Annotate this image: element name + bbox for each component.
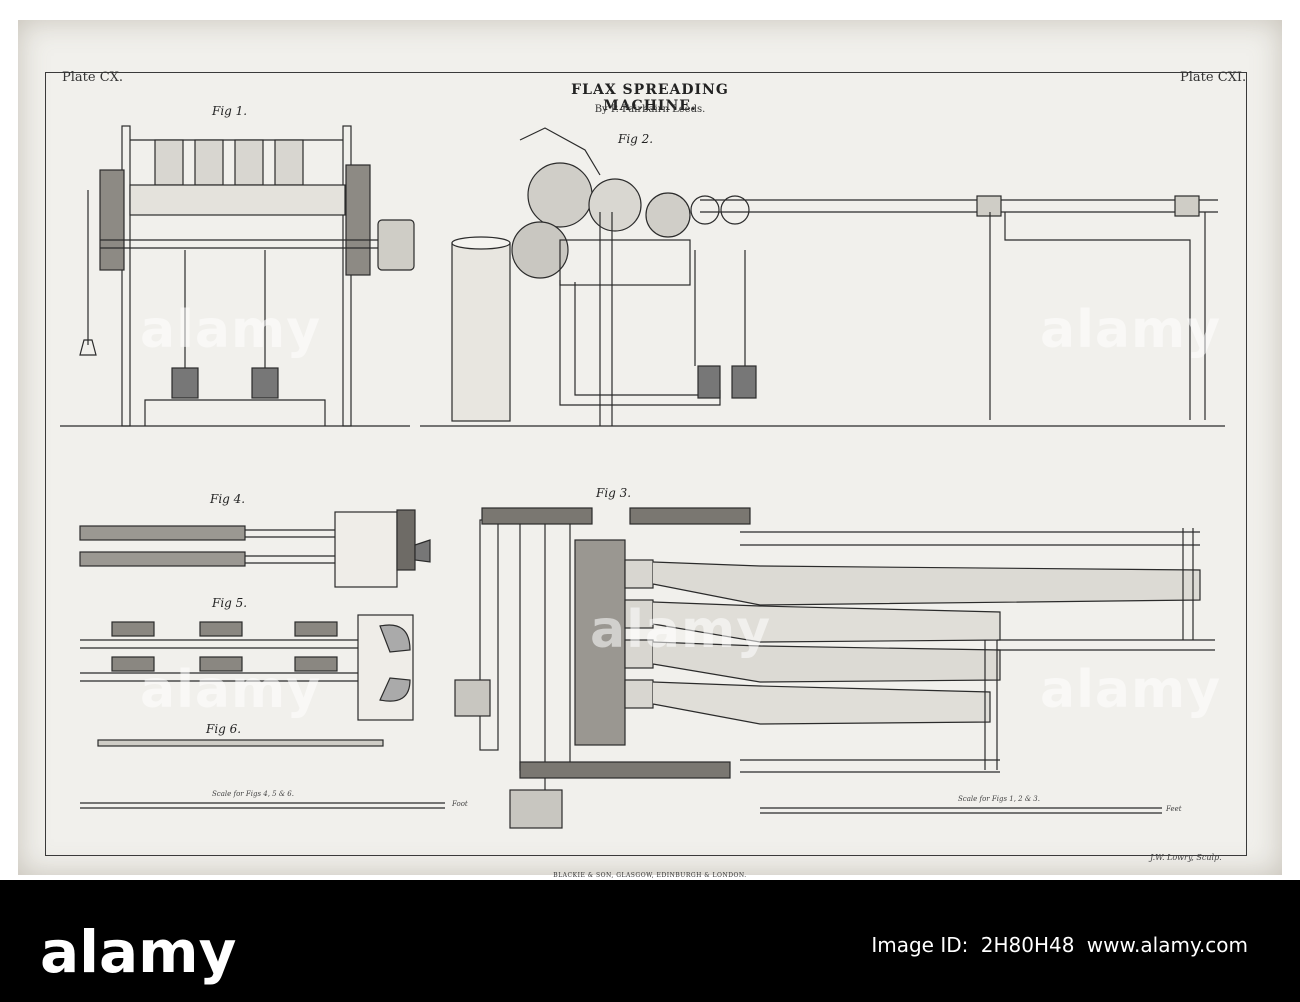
watermark: alamy [1040, 300, 1222, 360]
fig1-label: Fig 1. [212, 104, 248, 118]
scale-caption-left: Scale for Figs 4, 5 & 6. [212, 790, 294, 798]
watermark: alamy [140, 300, 322, 360]
watermark: alamy [1040, 660, 1222, 720]
watermark: alamy [140, 660, 322, 720]
image-id: 2H80H48 [980, 933, 1075, 957]
site-url: www.alamy.com [1086, 933, 1248, 957]
fig6-label: Fig 6. [206, 722, 242, 736]
fig3-label: Fig 3. [596, 486, 632, 500]
fig4-drawing [79, 509, 431, 588]
fig4-label: Fig 4. [210, 492, 246, 506]
fig3-drawing [454, 507, 1215, 829]
footer-bar [0, 880, 1300, 1002]
scale-unit-left: Foot [452, 800, 468, 808]
brand-logo: alamy [40, 918, 237, 986]
engraver-credit: J.W. Lowry, Sculp. [1150, 853, 1222, 862]
plate-number-right: Plate CXI. [1180, 70, 1247, 85]
scale-bars [80, 802, 1162, 814]
plate-border [45, 72, 1247, 856]
plate-subtitle: By P. Fairbairn Leeds. [594, 104, 706, 115]
scale-caption-right: Scale for Figs 1, 2 & 3. [958, 795, 1040, 803]
plate-title: FLAX SPREADING MACHINE. [571, 82, 729, 114]
fig5-drawing [80, 614, 414, 721]
fig2-label: Fig 2. [618, 132, 654, 146]
fig1-drawing [60, 125, 415, 427]
plate-number-left: Plate CX. [62, 70, 124, 85]
fig5-label: Fig 5. [212, 596, 248, 610]
stock-info: Image ID: 2H80H48 www.alamy.com [865, 933, 1248, 957]
fig2-drawing [420, 127, 1225, 427]
publisher-imprint: BLACKIE & SON, GLASGOW, EDINBURGH & LOND… [553, 872, 747, 879]
scale-unit-right: Feet [1166, 805, 1182, 813]
image-id-label: Image ID: [871, 933, 969, 957]
fig6-drawing [97, 739, 384, 747]
watermark: alamy [590, 600, 772, 660]
engraving-plate [18, 20, 1282, 875]
